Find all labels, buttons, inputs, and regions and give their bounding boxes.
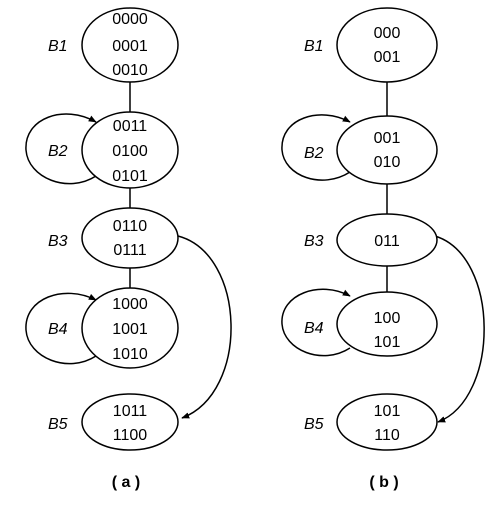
- state-label: 010: [374, 154, 401, 171]
- state-label: 011: [374, 233, 400, 250]
- block-label: B3: [304, 233, 324, 250]
- state-label: 0111: [113, 242, 146, 259]
- state-label: 0101: [112, 168, 148, 185]
- node-a-b2: B2 0011 0100 0101: [48, 111, 179, 189]
- node-a-b1: B1 0000 0001 0010: [48, 7, 179, 83]
- node-b-b4: B4 100 101: [304, 291, 438, 357]
- caption-a: ( a ): [112, 474, 140, 491]
- state-label: 100: [374, 310, 401, 327]
- node-a-b5: B5 1011 1100: [48, 393, 179, 451]
- node-b-b5: B5 101 110: [304, 393, 438, 451]
- block-label: B1: [48, 38, 68, 55]
- node-b-b3: B3 011: [304, 213, 438, 267]
- state-label: 0001: [112, 38, 148, 55]
- self-loop-a-b4: [25, 292, 97, 365]
- caption-b: ( b ): [369, 474, 398, 491]
- state-label: 1011: [113, 403, 148, 420]
- state-label: 1010: [112, 346, 148, 363]
- block-label: B5: [48, 416, 68, 433]
- state-label: 1000: [112, 296, 148, 313]
- block-label: B2: [48, 143, 68, 160]
- node-b-b1: B1 000 001: [304, 7, 438, 83]
- state-label: 101: [374, 334, 401, 351]
- state-label: 000: [374, 25, 401, 42]
- block-label: B4: [48, 321, 68, 338]
- block-label: B5: [304, 416, 324, 433]
- state-label: 0110: [113, 218, 148, 235]
- block-label: B3: [48, 233, 68, 250]
- diagram-b: B1 000 001 B2 001 010 B3 011 B4 100 101 …: [281, 7, 485, 491]
- block-label: B1: [304, 38, 324, 55]
- state-label: 0010: [112, 62, 148, 79]
- transition-a-b3-b5: [177, 235, 232, 419]
- state-label: 101: [374, 403, 401, 420]
- self-loop-b-b2: [281, 114, 351, 181]
- state-label: 1001: [112, 321, 148, 338]
- self-loop-b-b4: [281, 288, 351, 357]
- block-label: B4: [304, 320, 324, 337]
- state-label: 001: [374, 130, 401, 147]
- diagram-a: B1 0000 0001 0010 B2 0011 0100 0101 B3 0…: [25, 7, 232, 491]
- node-a-b3: B3 0110 0111: [48, 207, 179, 269]
- state-label: 001: [374, 49, 401, 66]
- state-label: 0000: [112, 11, 148, 28]
- node-a-b4: B4 1000 1001 1010: [48, 287, 179, 369]
- state-label: 0011: [113, 118, 148, 135]
- state-label: 0100: [112, 143, 148, 160]
- state-label: 1100: [113, 427, 148, 444]
- state-label: 110: [374, 427, 400, 444]
- transition-b-b3-b5: [434, 235, 485, 423]
- block-label: B2: [304, 145, 324, 162]
- self-loop-a-b2: [25, 113, 97, 185]
- node-b-b2: B2 001 010: [304, 115, 438, 185]
